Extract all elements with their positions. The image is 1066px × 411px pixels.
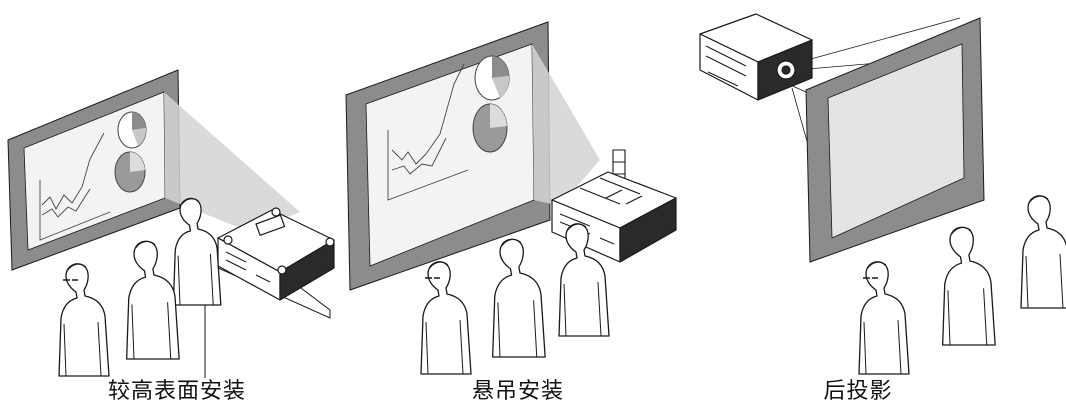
- caption-ceiling-install: 悬吊安装: [471, 379, 565, 404]
- screen-icon: [806, 18, 984, 262]
- caption-rear-projection: 后投影: [823, 379, 893, 404]
- chart-icon: [388, 64, 468, 200]
- projection-beam: [164, 92, 300, 232]
- caption-desktop-install: 较高表面安装: [107, 379, 247, 404]
- chart-icon: [40, 133, 110, 240]
- pie-icon: [473, 56, 509, 152]
- scene-ceiling: [346, 22, 676, 374]
- scene-rear: [700, 14, 1066, 374]
- scene-desktop: [8, 70, 334, 378]
- pie-icon: [115, 112, 146, 192]
- projector-icon: [218, 208, 334, 300]
- projector-icon: [700, 14, 812, 100]
- projection-beam: [532, 44, 600, 206]
- screen-icon: [8, 70, 180, 270]
